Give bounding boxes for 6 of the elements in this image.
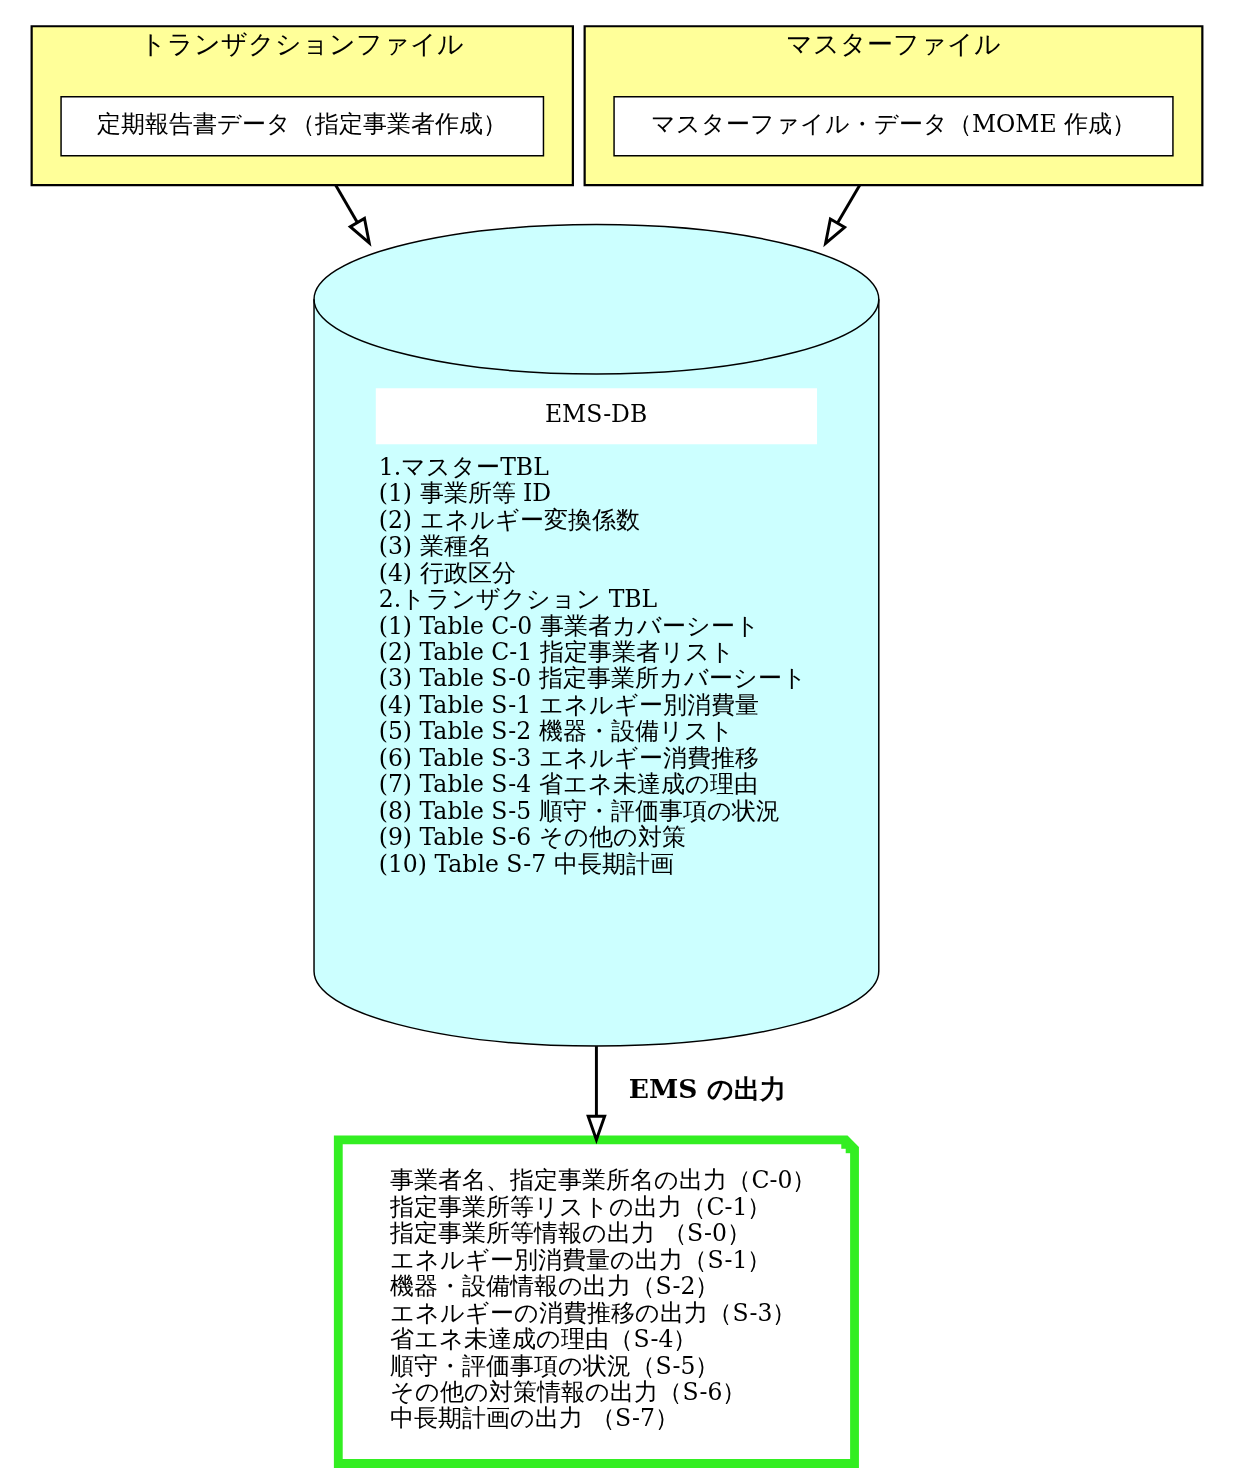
- node-box: マスターファイル・データ（MOME 作成）: [612, 96, 1174, 157]
- edge-label: EMS の出力: [628, 1072, 786, 1104]
- arrow: [585, 1046, 607, 1145]
- arrow: [822, 184, 861, 248]
- arrow: [333, 184, 371, 247]
- node-box: 定期報告書データ（指定事業者作成）: [59, 96, 544, 157]
